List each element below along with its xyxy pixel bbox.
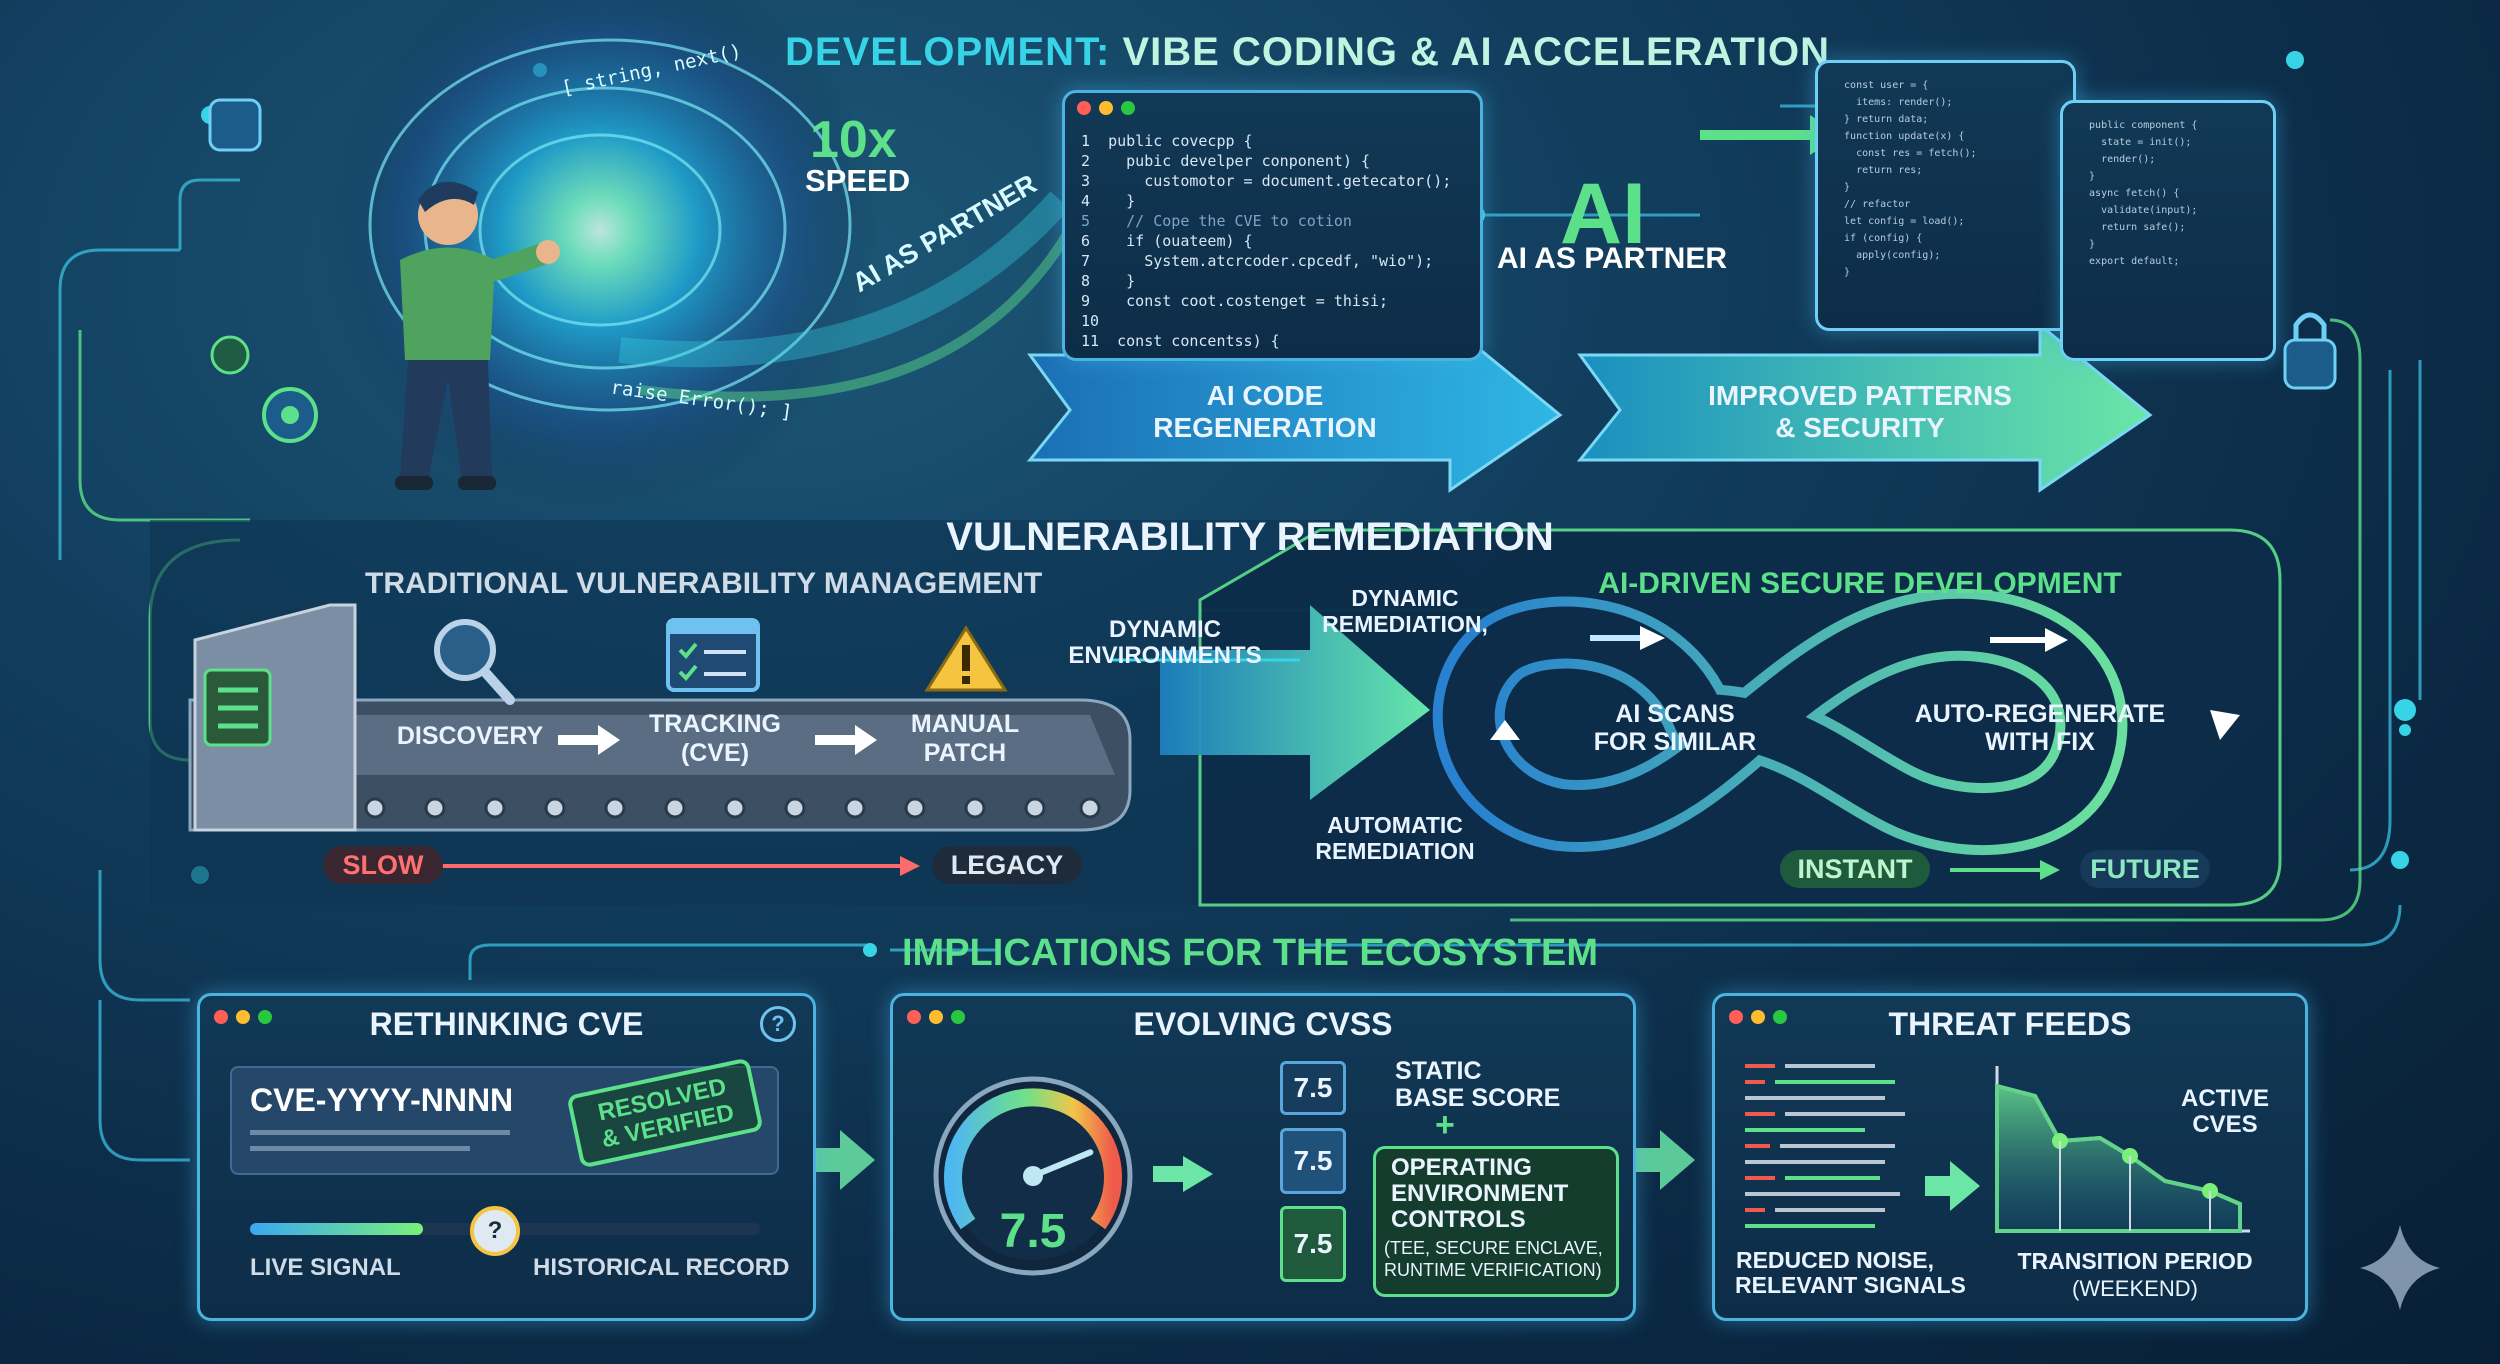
threat-feeds-title: THREAT FEEDS	[1888, 1006, 2132, 1042]
window-controls	[1729, 1010, 1795, 1029]
window-controls	[214, 1010, 280, 1029]
code-window-after: public component { state = init(); rende…	[2060, 100, 2276, 361]
speed-multiplier: 10x	[810, 111, 897, 169]
conveyor	[188, 603, 1132, 832]
help-button[interactable]: ?	[760, 1006, 796, 1042]
plus-sign: +	[1435, 1106, 1455, 1144]
code-line: 6 if (ouateem) {	[1081, 232, 1253, 250]
operating-controls-label: OPERATING ENVIRONMENT CONTROLS	[1391, 1154, 1569, 1233]
ai-label: AI	[1560, 166, 1646, 262]
code-line: 3 customotor = document.getecator();	[1081, 172, 1452, 190]
automatic-remediation-label: AUTOMATIC REMEDIATION	[1315, 812, 1475, 864]
score-box-mid: 7.5	[1280, 1128, 1346, 1194]
circuit-lines	[58, 104, 2422, 1162]
feed-lines	[1745, 1064, 1905, 1228]
ai-driven-title: AI-DRIVEN SECURE DEVELOPMENT	[1598, 567, 2122, 600]
warning-icon	[924, 625, 1008, 692]
cve-title: RETHINKING CVE	[369, 1006, 644, 1042]
dynamic-arrow	[1160, 605, 1430, 800]
slow-badge: SLOW	[323, 846, 443, 884]
gauge-to-box-arrow	[1183, 1156, 1213, 1192]
lock-icon	[2283, 312, 2337, 390]
gear-icon	[262, 387, 318, 443]
threat-graphics	[1745, 1064, 2250, 1233]
header-title-rest: VIBE CODING & AI ACCELERATION	[1122, 30, 1831, 74]
cve-id: CVE-YYYY-NNNN	[250, 1082, 514, 1118]
node-icon-2	[210, 335, 250, 375]
step-manual-patch: MANUAL PATCH	[910, 710, 1020, 767]
instant-badge: INSTANT	[1780, 850, 1930, 888]
code-line: 5 // Cope the CVE to cotion	[1081, 212, 1352, 230]
traditional-title: TRADITIONAL VULNERABILITY MANAGEMENT	[365, 567, 1043, 600]
score-box-static: 7.5	[1280, 1061, 1346, 1115]
historical-record-label: HISTORICAL RECORD	[533, 1254, 790, 1281]
future-badge: FUTURE	[2080, 850, 2210, 888]
step-tracking: TRACKING (CVE)	[649, 710, 781, 767]
live-signal-label: LIVE SIGNAL	[250, 1254, 401, 1281]
header-title-prefix: DEVELOPMENT:	[785, 30, 1111, 74]
code-line: 7 System.atcrcoder.cpcedf, "wio");	[1081, 252, 1434, 270]
loop-left-label: AI SCANS FOR SIMILAR	[1593, 700, 1757, 756]
cvss-title: EVOLVING CVSS	[1133, 1006, 1393, 1042]
arrow-improved-shape	[1576, 321, 2153, 493]
remediation-title: VULNERABILITY REMEDIATION	[946, 515, 1554, 559]
arrow-improved-label: IMPROVED PATTERNS & SECURITY	[1708, 380, 2012, 443]
legacy-badge: LEGACY	[932, 846, 1082, 884]
gauge-value: 7.5	[999, 1205, 1067, 1258]
infinity-loop	[1432, 588, 2240, 855]
step-arrows	[558, 725, 877, 755]
code-line: 2 pubic develper conponent) {	[1081, 152, 1370, 170]
arrow-regen-label: AI CODE REGENERATION	[1153, 380, 1377, 443]
code-lines: 1 public covecpp { 2 pubic develper conpo…	[1081, 131, 1451, 351]
code-line: 1 public covecpp {	[1081, 132, 1253, 150]
weekend-label: (WEEKEND)	[2072, 1276, 2198, 1301]
threat-feeds-panel: THREAT FEEDS REDUCED NOISE, RELEVANT SIG…	[1712, 993, 2308, 1321]
checklist-icon	[666, 618, 760, 692]
speed-label: SPEED	[805, 163, 911, 198]
gauge	[933, 1076, 1133, 1276]
operating-controls-box: OPERATING ENVIRONMENT CONTROLS (TEE, SEC…	[1373, 1146, 1619, 1297]
developer-figure	[395, 181, 560, 490]
dynamic-environments-label: DYNAMIC ENVIRONMENTS	[1068, 616, 1262, 669]
static-base-score-label: STATIC BASE SCORE	[1395, 1057, 1561, 1112]
code-line: 4 }	[1081, 192, 1136, 210]
score-box-env: 7.5	[1280, 1206, 1346, 1282]
reduced-noise-label: REDUCED NOISE, RELEVANT SIGNALS	[1735, 1247, 1966, 1298]
sparkle-icon	[2360, 1225, 2440, 1310]
code-line: 11 const concentss) {	[1081, 332, 1280, 350]
code-window-before: const user = { items: render(); } return…	[1815, 60, 2076, 331]
cve-panel: RETHINKING CVE ? CVE-YYYY-NNNN RESOLVED …	[197, 993, 816, 1321]
ai-partner-label: AI AS PARTNER	[1497, 242, 1728, 275]
code-editor: 1 public covecpp { 2 pubic develper conpo…	[1062, 90, 1483, 361]
code-line: 10	[1081, 312, 1100, 330]
transition-period-label: TRANSITION PERIOD	[2017, 1248, 2253, 1274]
loop-right-label: AUTO-REGENERATE WITH FIX	[1914, 700, 2166, 756]
window-controls	[1077, 101, 1143, 120]
implications-title: IMPLICATIONS FOR THE ECOSYSTEM	[902, 932, 1598, 974]
magnifier-icon	[434, 619, 515, 705]
operating-controls-detail: (TEE, SECURE ENCLAVE, RUNTIME VERIFICATI…	[1384, 1238, 1603, 1280]
signal-slider-knob[interactable]: ?	[470, 1206, 520, 1256]
dynamic-remediation-label: DYNAMIC REMEDIATION,	[1322, 585, 1488, 637]
step-discovery: DISCOVERY	[396, 722, 544, 750]
cvss-panel: EVOLVING CVSS 7.5 7.5 7.5 7.5 STATIC BAS…	[890, 993, 1636, 1321]
node-icon	[208, 98, 262, 152]
code-line: 8 }	[1081, 272, 1136, 290]
active-cves-label: ACTIVE CVES	[2180, 1085, 2269, 1138]
signal-slider-fill	[250, 1223, 424, 1235]
window-controls	[907, 1010, 973, 1029]
code-line: 9 const coot.costenget = thisi;	[1081, 292, 1389, 310]
header-title: DEVELOPMENT: VIBE CODING & AI ACCELERATI…	[785, 30, 1830, 75]
